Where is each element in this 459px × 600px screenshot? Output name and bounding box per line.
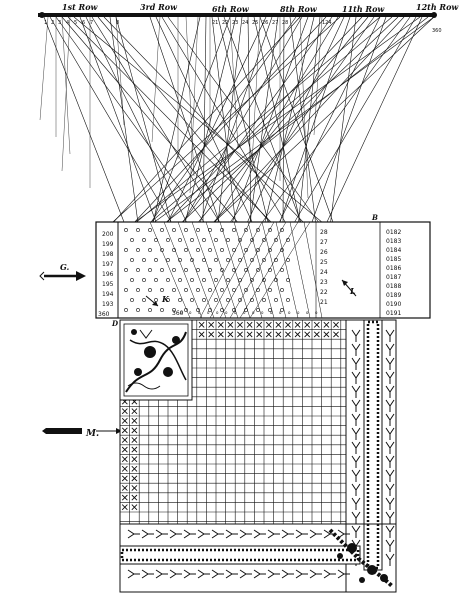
svg-text:0190: 0190 xyxy=(386,301,401,308)
svg-text:0188: 0188 xyxy=(386,283,401,290)
ornament-corner-top-left xyxy=(119,319,193,401)
row-label-3: 3rd Row xyxy=(140,2,178,12)
svg-text:7: 7 xyxy=(90,20,93,26)
svg-text:27: 27 xyxy=(320,239,328,246)
svg-text:o: o xyxy=(180,310,183,315)
svg-text:25: 25 xyxy=(320,259,328,266)
letter-d: D xyxy=(111,319,119,328)
svg-text:5: 5 xyxy=(74,20,77,26)
letter-l: L xyxy=(349,286,356,296)
row-label-8: 8th Row xyxy=(280,4,318,14)
svg-text:o: o xyxy=(189,310,192,315)
svg-text:o: o xyxy=(207,310,210,315)
top-bar xyxy=(38,12,437,18)
board-right-numbers: 28 27 26 25 24 23 22 21 xyxy=(320,229,328,306)
svg-text:360: 360 xyxy=(98,311,110,318)
svg-text:0189: 0189 xyxy=(386,292,401,299)
svg-text:199: 199 xyxy=(102,241,114,248)
svg-text:24: 24 xyxy=(242,20,248,26)
svg-text:124: 124 xyxy=(322,20,332,26)
comber-board xyxy=(95,221,431,319)
svg-text:0187: 0187 xyxy=(386,274,401,281)
arrow-g xyxy=(39,271,86,281)
svg-text:o: o xyxy=(288,310,291,315)
svg-text:198: 198 xyxy=(102,251,114,258)
svg-text:o: o xyxy=(261,310,264,315)
row-label-11: 11th Row xyxy=(342,4,385,14)
svg-text:o: o xyxy=(216,310,219,315)
row-label-12: 12th Row xyxy=(416,2,459,12)
svg-text:o: o xyxy=(306,310,309,315)
svg-text:196: 196 xyxy=(102,271,114,278)
svg-text:o: o xyxy=(297,310,300,315)
svg-text:21: 21 xyxy=(212,20,218,26)
svg-text:0182: 0182 xyxy=(386,229,401,236)
svg-text:o: o xyxy=(225,310,228,315)
svg-text:27: 27 xyxy=(272,20,278,26)
arrow-l xyxy=(341,279,357,297)
svg-text:o: o xyxy=(234,310,237,315)
svg-text:22: 22 xyxy=(222,20,228,26)
svg-text:o: o xyxy=(315,310,318,315)
svg-text:4: 4 xyxy=(66,20,69,26)
svg-text:200: 200 xyxy=(102,231,114,238)
row-label-6: 6th Row xyxy=(212,4,250,14)
right-border-motifs xyxy=(351,329,395,566)
letter-k: K xyxy=(161,294,170,304)
svg-text:0186: 0186 xyxy=(386,265,401,272)
svg-text:o: o xyxy=(198,310,201,315)
svg-text:28: 28 xyxy=(282,20,288,26)
ornament-corner-bottom-right xyxy=(328,528,394,588)
board-outer-numbers: 0182 0183 0184 0185 0186 0187 0188 0189 … xyxy=(386,229,401,317)
svg-text:0185: 0185 xyxy=(386,256,401,263)
svg-text:26: 26 xyxy=(262,20,268,26)
svg-text:1: 1 xyxy=(44,20,47,26)
bottom-border-motifs xyxy=(127,529,350,579)
svg-text:6: 6 xyxy=(82,20,85,26)
svg-text:197: 197 xyxy=(102,261,114,268)
svg-text:23: 23 xyxy=(320,279,328,286)
letter-b: B xyxy=(371,213,378,222)
svg-text:o: o xyxy=(252,310,255,315)
svg-text:194: 194 xyxy=(102,291,114,298)
svg-text:o: o xyxy=(243,310,246,315)
svg-text:2: 2 xyxy=(51,20,54,26)
arrow-g-label: G. xyxy=(60,262,70,272)
design-x-marks xyxy=(121,321,339,511)
svg-text:o: o xyxy=(279,310,282,315)
arrow-m-label: M. xyxy=(85,429,99,439)
svg-text:360: 360 xyxy=(172,310,184,317)
bottom-border xyxy=(119,523,397,593)
svg-text:24: 24 xyxy=(320,269,328,276)
svg-text:0183: 0183 xyxy=(386,238,401,245)
svg-text:o: o xyxy=(270,310,273,315)
svg-text:0191: 0191 xyxy=(386,310,401,317)
svg-text:0184: 0184 xyxy=(386,247,401,254)
svg-text:26: 26 xyxy=(320,249,328,256)
board-left-numbers: 200 199 198 197 196 195 194 193 360 360 xyxy=(98,231,184,318)
svg-text:22: 22 xyxy=(320,289,328,296)
svg-text:21: 21 xyxy=(320,299,328,306)
arrow-k xyxy=(145,295,159,307)
harness-cords xyxy=(39,16,435,251)
svg-text:28: 28 xyxy=(320,229,328,236)
svg-text:360: 360 xyxy=(432,28,442,34)
arrow-m xyxy=(42,428,122,434)
svg-text:195: 195 xyxy=(102,281,114,288)
row-label-1: 1st Row xyxy=(62,2,99,12)
svg-text:3: 3 xyxy=(58,20,61,26)
svg-text:193: 193 xyxy=(102,301,114,308)
svg-text:23: 23 xyxy=(232,20,238,26)
